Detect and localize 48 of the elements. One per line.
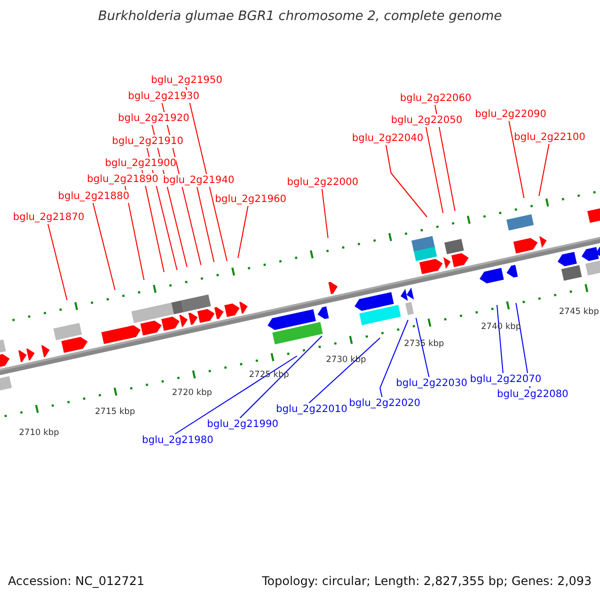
gene-label: bglu_2g21980 xyxy=(142,434,214,447)
leader-line xyxy=(379,320,408,398)
gene-label: bglu_2g21910 xyxy=(112,135,184,148)
leader-line xyxy=(434,104,456,212)
footer-text: Accession: NC_012721 xyxy=(8,574,144,589)
leader-line xyxy=(142,170,164,272)
leader-line xyxy=(426,126,444,214)
gene-label: bglu_2g21880 xyxy=(58,190,130,203)
leader-line xyxy=(538,144,550,196)
gene-label: bglu_2g22000 xyxy=(287,176,358,189)
gene-label: bglu_2g21920 xyxy=(118,112,190,125)
gene-label: bglu_2g21930 xyxy=(128,90,200,103)
gene-label: bglu_2g21900 xyxy=(105,157,176,170)
gene-label: bglu_2g22030 xyxy=(396,377,468,390)
tick-label: 2720 kbp xyxy=(172,388,212,399)
gene-label: bglu_2g21940 xyxy=(163,174,234,187)
gene-label: bglu_2g22070 xyxy=(470,373,542,386)
gene-label: bglu_2g22010 xyxy=(276,403,348,416)
gene-label: bglu_2g22020 xyxy=(349,397,420,410)
leader-line xyxy=(186,86,228,262)
gene-label: bglu_2g22060 xyxy=(400,92,472,105)
tick-label: 2745 kbp xyxy=(559,307,600,318)
leader-line xyxy=(238,206,248,258)
leader-line xyxy=(508,120,524,198)
leader-line xyxy=(92,202,116,290)
tick-label: 2715 kbp xyxy=(95,407,136,418)
leader-line xyxy=(416,318,430,378)
leader-line xyxy=(240,336,322,418)
leader-line xyxy=(322,188,328,238)
gene-label: bglu_2g21960 xyxy=(215,193,286,206)
leader-line xyxy=(174,356,298,434)
gene-label: bglu_2g22080 xyxy=(497,388,568,401)
gene-label: bglu_2g22040 xyxy=(352,132,424,145)
gene-label: bglu_2g22100 xyxy=(514,131,586,144)
leader-line xyxy=(48,224,68,300)
gene-label: bglu_2g21890 xyxy=(87,173,158,186)
tick-label: 2710 kbp xyxy=(19,428,60,439)
gene-label: bglu_2g21870 xyxy=(13,211,84,224)
leader-line xyxy=(496,304,504,374)
gene-label: bglu_2g21950 xyxy=(151,74,222,87)
leader-line xyxy=(196,186,214,262)
gene-label: bglu_2g22090 xyxy=(475,108,546,121)
footer-text: Topology: circular; Length: 2,827,355 bp; Genes: 2,093 xyxy=(262,574,592,589)
gene-label: bglu_2g21990 xyxy=(207,418,278,431)
leader-line xyxy=(386,144,428,218)
gene-label: bglu_2g22050 xyxy=(391,114,462,127)
chart-title: Burkholderia glumae BGR1 chromosome 2, complete genome xyxy=(97,9,503,24)
leader-line xyxy=(308,338,380,404)
